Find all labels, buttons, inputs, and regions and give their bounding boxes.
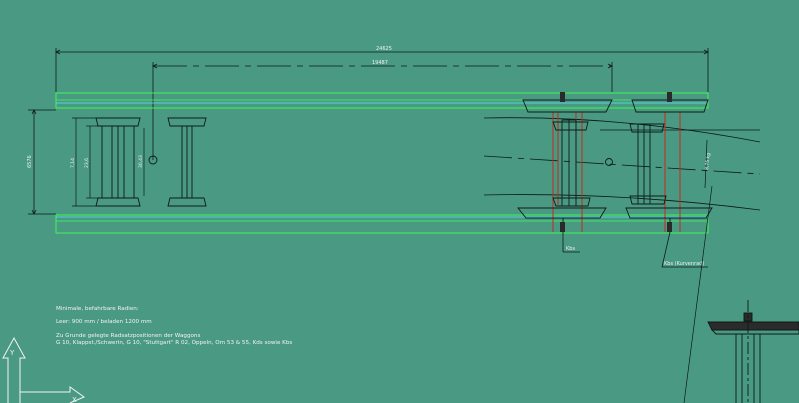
dimension-overall bbox=[55, 48, 709, 92]
axle-distance-label: 19487 bbox=[372, 60, 388, 66]
notes-heading: Minimale, befahrbare Radien: bbox=[56, 306, 139, 312]
wheel-cross-section bbox=[707, 300, 799, 403]
axis-x-label: X bbox=[72, 396, 77, 403]
wheelset-left-a bbox=[95, 117, 141, 207]
dimension-axle-distance bbox=[152, 62, 613, 160]
overall-length-label: 24625 bbox=[376, 46, 392, 52]
wheelset-left-dims bbox=[72, 117, 145, 207]
wheelset-left-b bbox=[148, 117, 207, 207]
rail-bottom bbox=[55, 214, 709, 234]
kbs-label: Kbs bbox=[566, 246, 575, 252]
track-width-label: 6576 bbox=[27, 155, 33, 168]
leader-kbs bbox=[562, 232, 580, 253]
axis-y-label: Y bbox=[9, 349, 15, 357]
kbs-curve-label: Kbs (Kurvenrad) bbox=[664, 261, 704, 267]
notes-basis-line1: Zu Grunde gelegte Radsatzpositionen der … bbox=[56, 332, 201, 339]
bogie-span-label: 8,75 kg bbox=[704, 153, 712, 171]
rail-pins bbox=[560, 92, 672, 232]
wheelset-dim-a: 7,14 bbox=[70, 158, 76, 168]
wheelset-dim-c: 30,43 bbox=[138, 155, 144, 168]
wheelset-dim-b: 23,6 bbox=[84, 158, 90, 168]
notes-block: Minimale, befahrbare Radien: Leer: 900 m… bbox=[56, 306, 292, 348]
wheelsets-right bbox=[517, 92, 713, 232]
notes-radii: Leer: 900 mm / beladen 1200 mm bbox=[56, 319, 152, 326]
notes-basis-line2: G 10, Klappst./Schwerin, G 10, "Stuttgar… bbox=[56, 340, 293, 347]
dimension-track-width bbox=[28, 109, 56, 215]
dimension-bogie-span bbox=[683, 139, 713, 403]
leader-kbs-curve bbox=[661, 231, 708, 268]
rail-top bbox=[55, 92, 709, 109]
curve-track-lines bbox=[483, 117, 761, 211]
ucs-axis-icon bbox=[2, 336, 86, 403]
